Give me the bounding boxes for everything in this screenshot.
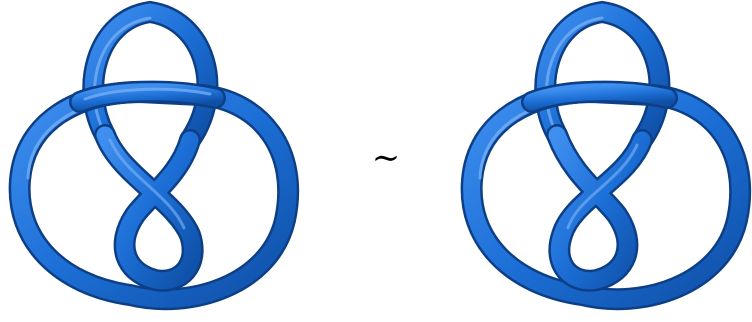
right-knot-diagram (452, 0, 752, 322)
equivalence-symbol: ∼ (366, 138, 406, 178)
left-knot-diagram (0, 0, 300, 322)
